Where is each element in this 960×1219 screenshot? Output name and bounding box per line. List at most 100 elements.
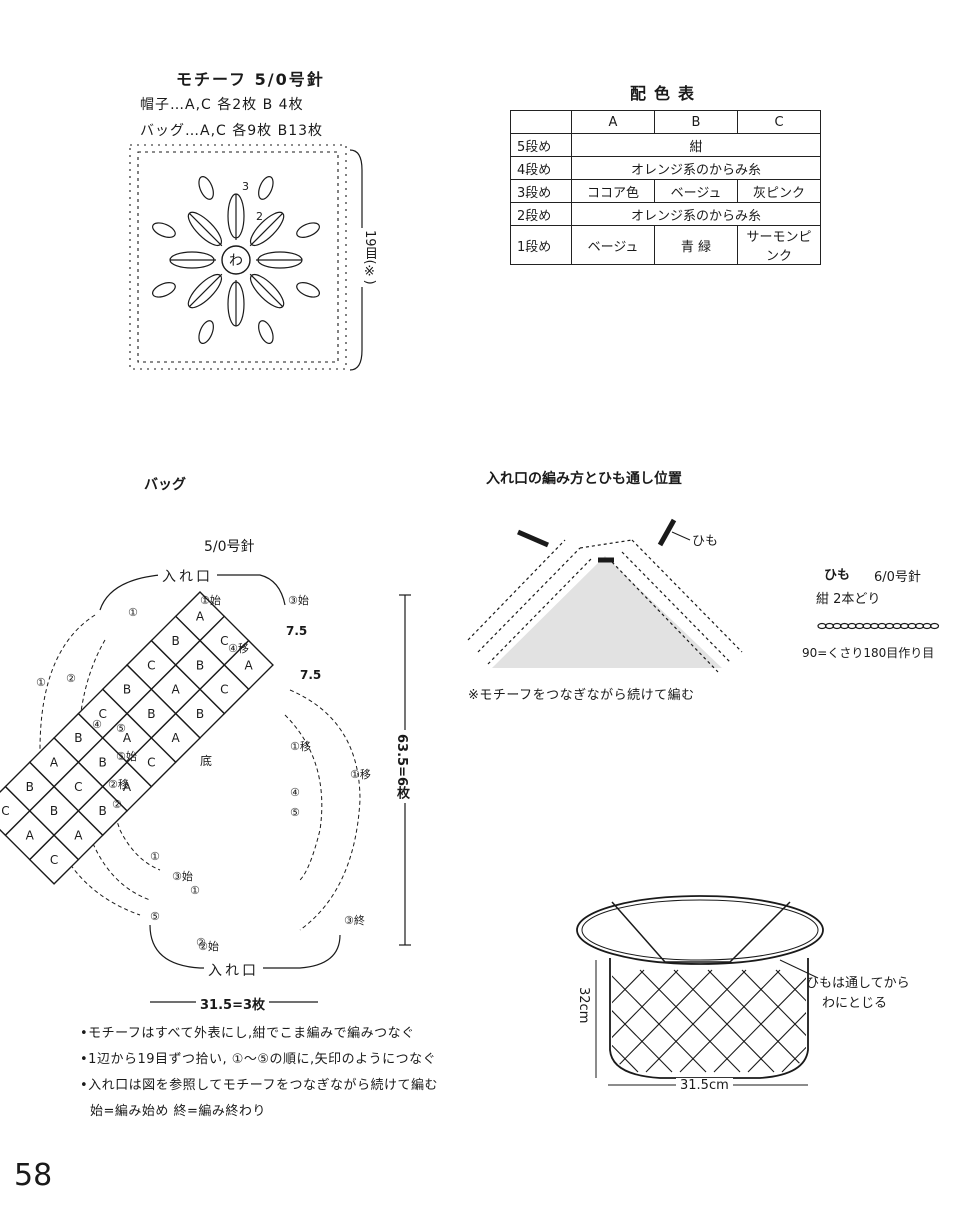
- bag-motif-letter: A: [50, 756, 59, 770]
- opening-himo-leader: [671, 531, 691, 541]
- finished-lattice-line: [747, 969, 806, 1073]
- motif-petal: [227, 281, 245, 327]
- bag-motif-letter: A: [26, 829, 35, 843]
- motif-round-3: 3: [242, 180, 249, 193]
- bag-note-2: •1辺から19目ずつ拾い, ①〜⑤の順に,矢印のようにつなぐ: [80, 1052, 437, 1067]
- motif-hat-count: 帽子…A,C 各2枚 B 4枚: [140, 97, 304, 113]
- bag-join-annotation: ⑤: [150, 910, 160, 923]
- finished-lattice-line: [713, 969, 806, 1073]
- finished-lattice-line: [673, 969, 775, 1073]
- motif-center-label: わ: [229, 253, 243, 269]
- finished-bag-outline: [609, 958, 809, 1079]
- finished-lattice-line: [612, 969, 713, 1073]
- finished-lattice-line: [645, 969, 747, 1073]
- finished-lattice-line: [612, 969, 679, 1073]
- bag-width-label: 31.5=3枚: [196, 994, 270, 1013]
- bag-motif-letter: C: [1, 804, 9, 818]
- motif-spoke: [188, 273, 223, 308]
- color-table-cell: ベージュ: [654, 179, 738, 203]
- motif-outer-petal: [258, 320, 274, 344]
- color-table-cell: ココア色: [571, 179, 655, 203]
- bag-motif-letter: C: [220, 683, 228, 697]
- bag-motif-letter: A: [172, 731, 181, 745]
- color-table-cell: 青 緑: [654, 225, 738, 265]
- finished-lattice-line: [510, 970, 610, 1072]
- bag-join-annotation: ④: [92, 718, 102, 731]
- bag-motif-letter: C: [147, 756, 155, 770]
- himo-spec: 90=くさり180目作り目: [802, 646, 935, 660]
- motif-title: モチーフ 5/0号針: [176, 70, 325, 89]
- bag-note-3: •入れ口は図を参照してモチーフをつなぎながら続けて編む: [80, 1078, 438, 1093]
- finished-lattice-line: [707, 969, 806, 1073]
- motif-side-label: 19目(※): [360, 228, 379, 287]
- bag-join-annotation: ②移: [108, 778, 129, 791]
- bag-motif-letter: B: [99, 804, 107, 818]
- motif-outer-petal: [198, 176, 214, 200]
- color-table-round: 5段め: [510, 133, 572, 157]
- finished-lattice-line: [476, 970, 576, 1072]
- finished-note-line2: わにとじる: [822, 996, 888, 1011]
- bag-motif-letter: B: [196, 658, 204, 672]
- color-table-row: 2段め オレンジ系のからみ糸: [510, 202, 821, 226]
- bag-join-annotation: ①: [190, 884, 200, 897]
- page-number: 58: [14, 1158, 53, 1193]
- bag-motif-letter: B: [172, 634, 180, 648]
- motif-round-2: 2: [256, 210, 263, 223]
- bag-motif-letter: C: [220, 634, 228, 648]
- bag-join-annotation: ③終: [344, 914, 365, 927]
- finished-bag-grid: [470, 969, 806, 1073]
- finished-lattice-line: [775, 969, 806, 1073]
- bag-join-annotation: ②始: [198, 940, 219, 953]
- himo-title: ひも: [824, 568, 851, 583]
- finished-bag-cord-ring: [576, 895, 824, 965]
- opening-stitch-bands: [467, 539, 743, 673]
- bag-join-annotation: ③始: [172, 870, 193, 883]
- motif-outer-petal: [198, 320, 214, 344]
- bag-needle: 5/0号針: [204, 539, 255, 555]
- bag-motif-cell: [28, 834, 80, 885]
- opening-cord-right: [657, 518, 677, 547]
- finished-lattice-line: [741, 969, 806, 1073]
- color-table-row: 1段め ベージュ 青 緑 サーモンピンク: [510, 225, 821, 265]
- bag-motif-letter: A: [172, 683, 181, 697]
- opening-shaded-motif: [492, 556, 722, 668]
- bag-opening-bottom-bracket: [149, 924, 341, 969]
- motif-outer-petal: [258, 176, 274, 200]
- bag-join-annotation: ①: [36, 676, 46, 689]
- bag-motif-letter: B: [123, 683, 131, 697]
- motif-outer-petal: [296, 222, 320, 238]
- opening-himo-label: ひも: [692, 534, 719, 549]
- bag-join-annotation: ②: [66, 672, 76, 685]
- motif-petal: [249, 273, 285, 309]
- bag-motif-letter: A: [123, 731, 132, 745]
- finished-lattice-line: [612, 969, 673, 1073]
- motif-petal: [169, 251, 215, 269]
- bag-measure-75-top: 7.5: [286, 624, 308, 638]
- bag-join-annotation: ④移: [228, 642, 249, 655]
- himo-yarn: 紺 2本どり: [816, 592, 881, 607]
- bag-motif-letter: B: [196, 707, 204, 721]
- bag-join-annotation: ①: [128, 606, 138, 619]
- color-table-header-b: B: [654, 110, 738, 134]
- finished-lattice-line: [612, 969, 645, 1073]
- motif-spoke: [188, 212, 223, 247]
- bag-note-1: •モチーフはすべて外表にし,紺でこま編みで編みつなぐ: [80, 1026, 415, 1041]
- finished-bag-opening-triangles: [611, 901, 791, 963]
- bag-motif-letter: A: [196, 610, 205, 624]
- bag-motif-letter: A: [123, 780, 132, 794]
- bag-motif-letter: B: [74, 731, 82, 745]
- bag-motif-letter: C: [50, 853, 58, 867]
- bag-motif-letter: B: [26, 780, 34, 794]
- motif-bag-count: バッグ…A,C 各9枚 B13枚: [140, 123, 324, 139]
- bag-motif-letter: C: [98, 707, 106, 721]
- motif-outer-petal: [152, 222, 176, 238]
- color-table-title: 配色表: [630, 84, 703, 103]
- finished-lattice-line: [470, 970, 570, 1072]
- motif-outer-petal: [152, 282, 176, 298]
- bag-motif-letter: C: [74, 780, 82, 794]
- finished-note-line1: ひもは通してから: [806, 976, 910, 991]
- bag-opening-top-label: 入れ口: [158, 566, 217, 586]
